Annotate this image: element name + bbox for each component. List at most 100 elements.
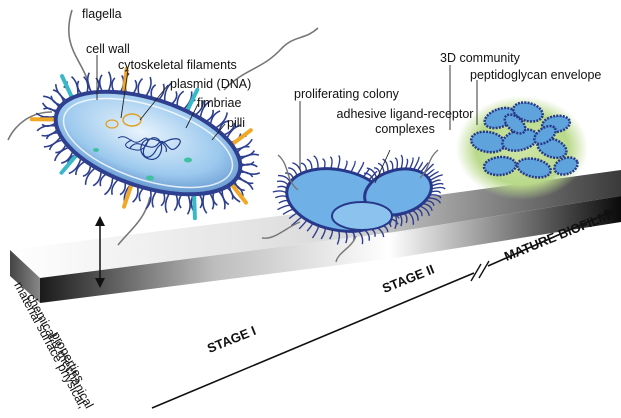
surface-hair <box>41 102 58 112</box>
surface-hair <box>239 168 261 175</box>
pilus <box>60 74 75 100</box>
label-3d-community: 3D community <box>440 51 520 65</box>
surface-hair <box>209 110 221 126</box>
distance-double-arrow <box>95 216 105 288</box>
surface-hair <box>272 190 288 194</box>
surface-hair <box>343 160 348 171</box>
surface-hair <box>137 77 144 96</box>
label-complexes: complexes <box>375 122 435 136</box>
label-flagella: flagella <box>82 7 122 21</box>
surface-hair <box>176 90 185 107</box>
surface-hair <box>84 166 97 185</box>
bacterium-cell <box>29 66 261 221</box>
surface-hair <box>107 71 112 93</box>
label-plasmid: plasmid (DNA) <box>170 77 252 91</box>
fimbria <box>229 128 253 147</box>
label-proliferating-colony: proliferating colony <box>294 87 399 101</box>
surface-hair <box>336 155 341 170</box>
surface-hair <box>292 162 303 174</box>
surface-hair <box>430 179 442 184</box>
label-cytoskeletal-filaments: cytoskeletal filaments <box>118 58 237 72</box>
biofilm-cell <box>516 157 552 179</box>
surface-hair <box>186 193 191 215</box>
surface-hair <box>429 174 444 182</box>
surface-hair <box>416 161 424 172</box>
surface-hair <box>151 190 158 208</box>
plasmid-icon <box>105 119 119 129</box>
surface-hair <box>170 91 178 106</box>
surface-hair <box>132 79 138 95</box>
label-cell-wall: cell wall <box>86 42 130 56</box>
biofilm-cell <box>503 113 527 135</box>
axis-break-mark <box>470 263 482 282</box>
label-adhesive-ligand-receptor: adhesive ligand-receptor <box>336 107 474 121</box>
surface-hair <box>394 157 399 170</box>
surface-hair <box>277 185 288 190</box>
surface-hair <box>157 83 165 101</box>
surface-hair <box>276 180 289 186</box>
surface-hair <box>282 208 294 216</box>
surface-hair <box>431 182 444 187</box>
proliferating-colony <box>272 154 446 245</box>
surface-hair <box>277 204 291 211</box>
flagellum <box>117 196 151 246</box>
fimbria <box>122 181 134 209</box>
label-peptidoglycan-envelope: peptidoglycan envelope <box>470 68 602 82</box>
cell-membrane <box>62 97 234 189</box>
cell-wall <box>53 89 243 197</box>
surface-hair <box>55 143 67 154</box>
surface-hair <box>132 185 139 203</box>
biofilm-cell <box>533 124 557 146</box>
surface-hair <box>173 193 179 212</box>
colony-cell <box>363 167 433 217</box>
surface-hair <box>75 160 87 176</box>
label-leader-lines <box>96 55 478 184</box>
surface-hair <box>306 158 313 171</box>
surface-hair <box>41 128 59 137</box>
pilus <box>59 152 80 175</box>
surface-hair <box>356 161 365 175</box>
surface-hair <box>400 154 404 170</box>
dna-nucleoid <box>129 137 181 160</box>
surface-hair <box>412 156 420 171</box>
surface-hair <box>329 156 333 170</box>
surface-hair <box>350 160 356 173</box>
axis-break-mark <box>478 260 490 279</box>
biofilm-cell <box>553 156 579 176</box>
surface-hair <box>427 171 439 179</box>
surface-hair <box>144 76 152 98</box>
pili-and-fimbriae <box>29 66 253 221</box>
flagellum <box>223 27 319 91</box>
label-fimbriae: fimbriae <box>197 96 242 110</box>
biofilm-cell <box>482 155 518 177</box>
surface-hair <box>164 192 171 214</box>
progression-arrow <box>151 209 617 409</box>
surface-hair <box>138 187 145 202</box>
slab-front-face <box>40 196 621 303</box>
plasmid-icon <box>122 113 142 127</box>
surface-hair <box>288 167 298 177</box>
fimbria <box>121 66 129 95</box>
surface-hair <box>420 162 429 173</box>
fimbria <box>229 181 248 205</box>
slab-side-face <box>10 250 40 303</box>
biofilm-cells <box>469 101 579 179</box>
pilus <box>192 192 197 221</box>
surface-hair <box>225 186 234 200</box>
surface-hair <box>202 193 208 214</box>
mature-biofilm <box>456 96 588 200</box>
surface-hair <box>50 95 62 107</box>
flagellum <box>7 111 53 141</box>
surface-hair <box>98 74 104 93</box>
surface-hair <box>198 193 203 209</box>
surface-hair <box>408 157 414 170</box>
colony-flagella <box>261 149 439 263</box>
surface-hair <box>431 186 446 190</box>
pilus <box>184 87 200 114</box>
colony-cell <box>331 201 393 231</box>
surface-hair <box>313 155 319 170</box>
surface-hair <box>382 158 389 173</box>
surface-hair <box>236 145 250 154</box>
